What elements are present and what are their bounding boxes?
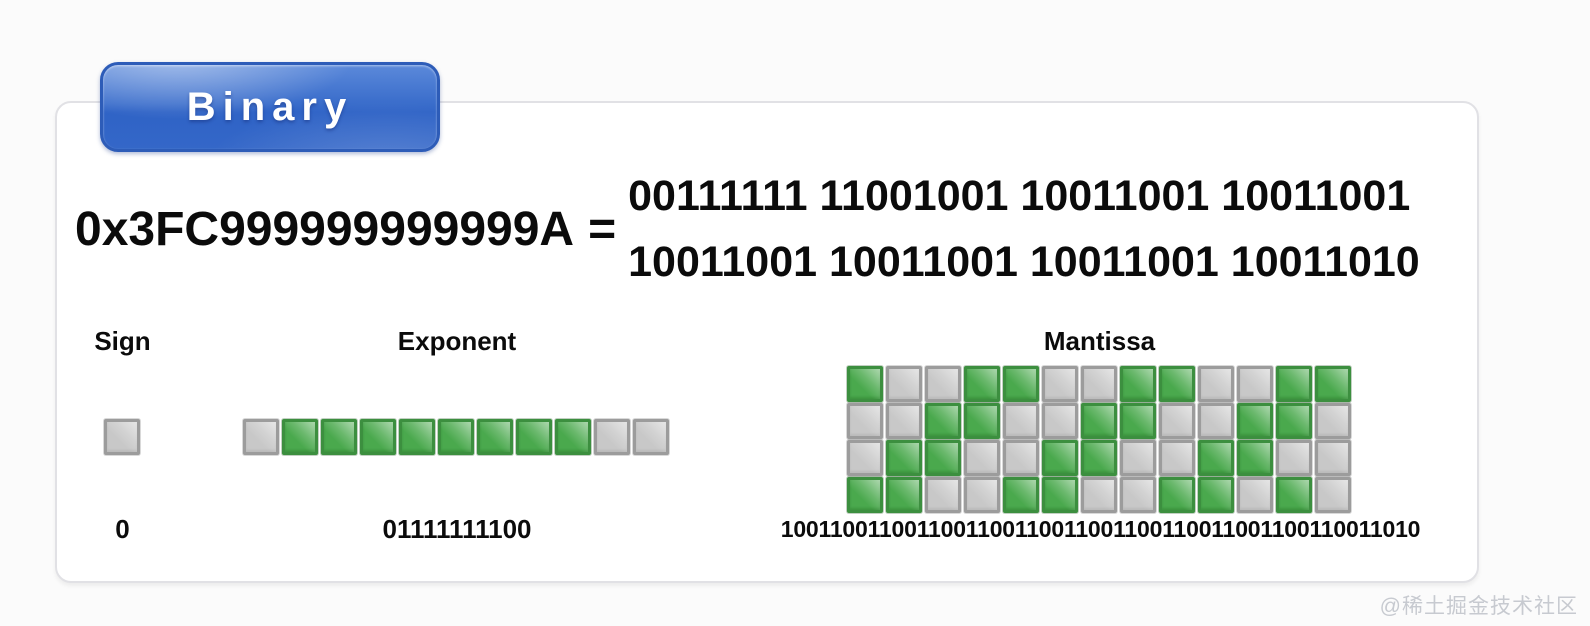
bit-off-square xyxy=(847,440,883,476)
bit-off-square xyxy=(243,419,279,455)
exponent-bit-squares xyxy=(243,419,669,455)
watermark-text: @稀土掘金技术社区 xyxy=(1379,595,1578,618)
bit-off-square xyxy=(1003,403,1039,439)
bit-off-square xyxy=(1159,440,1195,476)
bit-on-square xyxy=(964,366,1000,402)
bit-off-square xyxy=(1042,366,1078,402)
bit-on-square xyxy=(438,419,474,455)
hex-to-binary-formula: 0x3FC999999999999A = 00111111 11001001 1… xyxy=(75,158,1475,300)
bit-on-square xyxy=(1159,477,1195,513)
bit-off-square xyxy=(925,477,961,513)
bit-on-square xyxy=(886,440,922,476)
bit-on-square xyxy=(1081,403,1117,439)
bit-off-square xyxy=(104,419,140,455)
bit-on-square xyxy=(1159,366,1195,402)
bit-off-square xyxy=(1237,477,1273,513)
mantissa-bit-grid xyxy=(847,366,1351,513)
equals-sign: = xyxy=(588,202,617,256)
bit-on-square xyxy=(1237,440,1273,476)
bit-on-square xyxy=(925,403,961,439)
bit-on-square xyxy=(847,477,883,513)
sign-section-label: Sign xyxy=(94,326,151,356)
bit-on-square xyxy=(1198,477,1234,513)
bit-off-square xyxy=(886,366,922,402)
bit-on-square xyxy=(360,419,396,455)
bit-off-square xyxy=(1276,440,1312,476)
bit-on-square xyxy=(477,419,513,455)
bit-on-square xyxy=(1198,440,1234,476)
bit-on-square xyxy=(1003,477,1039,513)
bit-on-square xyxy=(321,419,357,455)
sign-bits-value: 0 xyxy=(115,514,130,544)
bit-on-square xyxy=(1081,440,1117,476)
bit-off-square xyxy=(1042,403,1078,439)
exponent-bits-value: 01111111100 xyxy=(382,514,532,544)
bit-off-square xyxy=(925,366,961,402)
bit-off-square xyxy=(1237,366,1273,402)
bit-on-square xyxy=(282,419,318,455)
bit-off-square xyxy=(1315,440,1351,476)
bit-on-square xyxy=(847,366,883,402)
bit-off-square xyxy=(1081,477,1117,513)
bit-off-square xyxy=(1315,403,1351,439)
bit-off-square xyxy=(1198,366,1234,402)
binary-line-2: 10011001 10011001 10011001 10011010 xyxy=(628,238,1420,286)
bit-off-square xyxy=(1315,477,1351,513)
bit-on-square xyxy=(1276,366,1312,402)
mantissa-bits-value: 1001100110011001100110011001100110011001… xyxy=(780,516,1421,542)
bit-off-square xyxy=(1120,440,1156,476)
bit-on-square xyxy=(1042,477,1078,513)
bit-on-square xyxy=(1120,366,1156,402)
bit-on-square xyxy=(1276,403,1312,439)
bit-on-square xyxy=(1315,366,1351,402)
bit-off-square xyxy=(847,403,883,439)
bit-off-square xyxy=(1159,403,1195,439)
bit-on-square xyxy=(399,419,435,455)
bit-on-square xyxy=(516,419,552,455)
bit-off-square xyxy=(1081,366,1117,402)
bit-off-square xyxy=(633,419,669,455)
sign-bit-squares xyxy=(104,419,140,455)
bit-off-square xyxy=(1003,440,1039,476)
hex-value: 0x3FC999999999999A xyxy=(75,202,575,256)
bit-on-square xyxy=(1120,403,1156,439)
bit-off-square xyxy=(1120,477,1156,513)
bit-on-square xyxy=(1042,440,1078,476)
bit-off-square xyxy=(964,440,1000,476)
exponent-section-label: Exponent xyxy=(397,326,517,356)
binary-tab-badge[interactable]: Binary xyxy=(100,62,440,152)
bit-off-square xyxy=(964,477,1000,513)
bit-off-square xyxy=(886,403,922,439)
bit-off-square xyxy=(1198,403,1234,439)
bit-on-square xyxy=(1276,477,1312,513)
bit-on-square xyxy=(964,403,1000,439)
binary-line-1: 00111111 11001001 10011001 10011001 xyxy=(628,172,1411,220)
bit-on-square xyxy=(925,440,961,476)
bit-on-square xyxy=(1003,366,1039,402)
binary-value-block: 00111111 11001001 10011001 10011001 1001… xyxy=(628,163,1420,295)
bit-on-square xyxy=(1237,403,1273,439)
bit-off-square xyxy=(594,419,630,455)
mantissa-section-label: Mantissa xyxy=(1043,326,1156,356)
bit-on-square xyxy=(555,419,591,455)
binary-tab-label: Binary xyxy=(186,84,354,129)
bit-on-square xyxy=(886,477,922,513)
